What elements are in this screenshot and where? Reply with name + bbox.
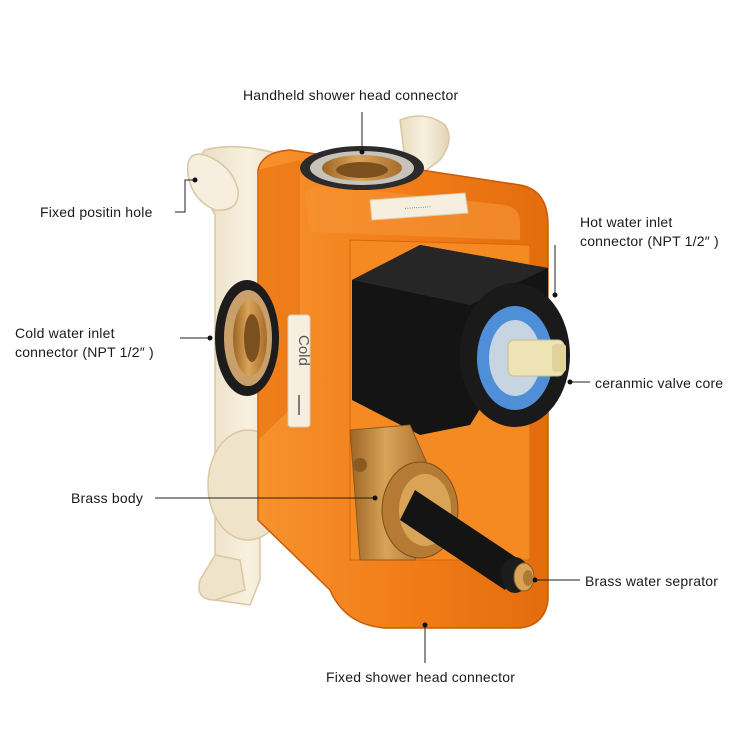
label-hot-inlet: Hot water inlet connector (NPT 1/2″ ) (580, 213, 750, 251)
cold-side-label: Cold (295, 335, 312, 366)
label-fixed-shower-head-connector: Fixed shower head connector (326, 669, 516, 685)
label-cold-inlet-line1: Cold water inlet (15, 325, 115, 341)
separator-stem (400, 490, 535, 593)
hot-valve-block (352, 245, 570, 435)
label-cold-inlet-line2: connector (NPT 1/2″ ) (15, 344, 154, 360)
label-brass-body: Brass body (71, 490, 144, 506)
handheld-connector-port (300, 146, 424, 190)
label-cold-inlet: Cold water inlet connector (NPT 1/2″ ) (15, 324, 190, 362)
leader-dots (192, 149, 573, 628)
label-hot-inlet-line1: Hot water inlet (580, 214, 673, 230)
cold-inlet-port (215, 280, 279, 396)
label-ceramic-valve-core: ceranmic valve core (595, 375, 724, 391)
label-brass-water-separator: Brass water seprator (585, 573, 719, 589)
leader-fixed-hole (175, 179, 195, 213)
leader-lines (155, 112, 590, 663)
label-fixed-position-hole: Fixed positin hole (40, 204, 153, 220)
housing-label-strip: ············ (404, 203, 431, 213)
label-hot-inlet-line2: connector (NPT 1/2″ ) (580, 233, 719, 249)
label-handheld-connector: Handheld shower head connector (243, 87, 459, 103)
